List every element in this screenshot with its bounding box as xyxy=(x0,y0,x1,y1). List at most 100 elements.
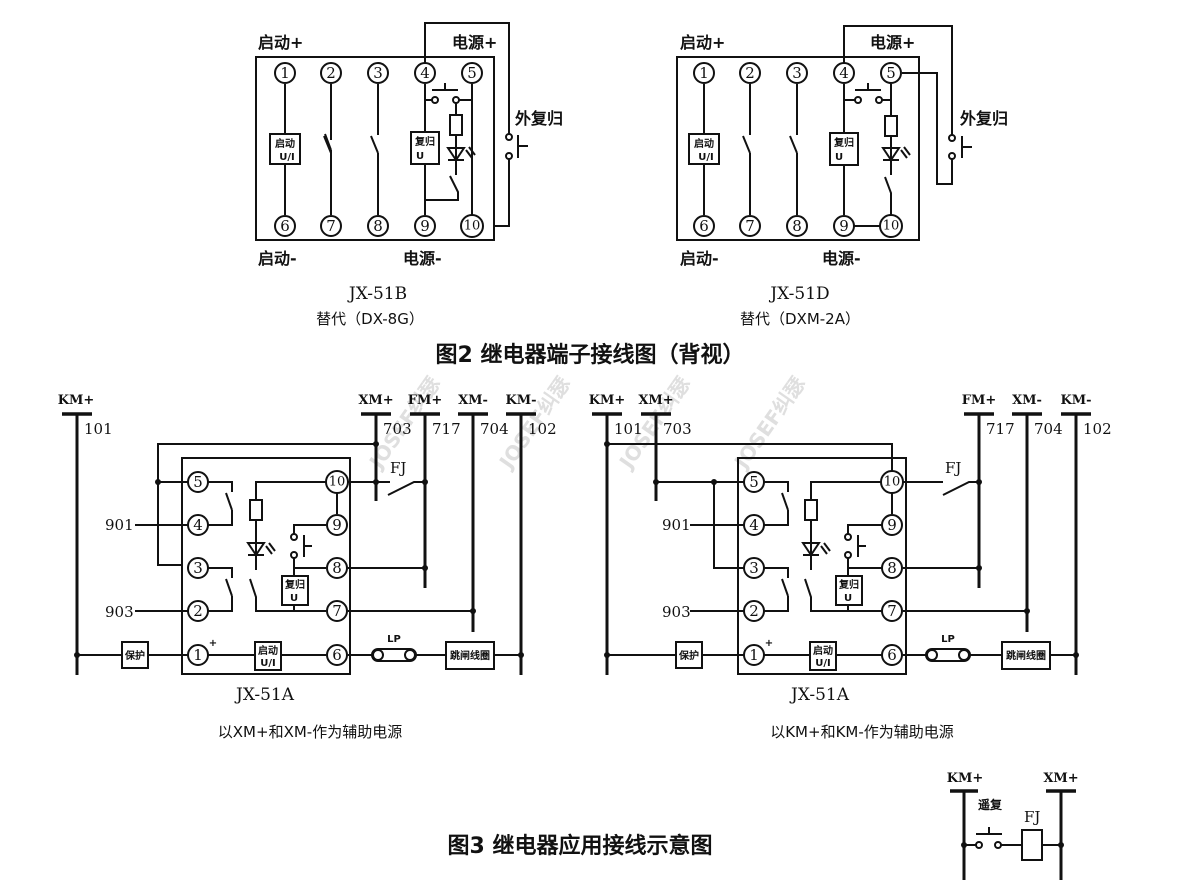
terminal-number: 3 xyxy=(792,64,802,82)
contact-point xyxy=(975,841,983,849)
label-ext-reset: 外复归 xyxy=(959,109,1008,128)
start-relay-box xyxy=(269,133,301,165)
terminal-number: 4 xyxy=(420,64,430,82)
fj-label: FJ xyxy=(390,459,406,477)
terminals-bottom: 6 7 8 9 10 xyxy=(274,214,484,238)
terminal-number: 5 xyxy=(467,64,477,82)
terminals-top: 1 2 3 4 5 xyxy=(274,62,483,84)
contact-switch xyxy=(249,578,326,612)
contact-point xyxy=(452,96,460,104)
replaces-model: 替代（DX-8G） xyxy=(316,310,424,328)
led-icon xyxy=(246,542,266,557)
power-description: 以XM+和XM-作为辅助电源 xyxy=(218,723,402,741)
plus-mark: + xyxy=(765,638,773,649)
wire xyxy=(843,25,953,136)
terminal-number: 1 xyxy=(749,646,759,664)
junction xyxy=(1073,652,1079,658)
start-relay-box xyxy=(809,641,837,671)
contact-point xyxy=(948,152,956,160)
terminal-number: 9 xyxy=(839,217,849,235)
label-start-minus: 启动- xyxy=(680,249,719,268)
terminal xyxy=(187,644,209,666)
wire-label: 903 xyxy=(105,603,134,621)
junction xyxy=(1024,608,1030,614)
bus-number: 102 xyxy=(1083,420,1112,438)
contact-point xyxy=(431,96,439,104)
reset-box-sub: U xyxy=(416,151,424,162)
bus-km-plus: KM+ 101 xyxy=(589,393,643,675)
model-name: JX-51A xyxy=(234,685,295,705)
bus-number: 704 xyxy=(1034,420,1063,438)
start-box-label: 启动 xyxy=(275,137,295,150)
lp-end xyxy=(958,649,970,661)
terminal xyxy=(320,215,342,237)
terminal-number: 5 xyxy=(193,473,203,491)
contact-point xyxy=(875,96,883,104)
figure2-caption: 图2 继电器端子接线图（背视） xyxy=(436,342,745,368)
terminal xyxy=(743,514,765,536)
wire xyxy=(293,558,326,569)
contact-point xyxy=(844,551,852,559)
junction xyxy=(470,608,476,614)
start-box-sub: U/I xyxy=(815,658,831,669)
bus-name: XM- xyxy=(1012,393,1042,408)
start-box-sub: U/I xyxy=(698,152,714,163)
reset-box-label: 复归 xyxy=(284,578,305,591)
watermark: JOSEF纠瑟 xyxy=(728,372,810,474)
terminal xyxy=(786,215,808,237)
terminal-number: 4 xyxy=(193,516,203,534)
terminal xyxy=(743,600,765,622)
contact-point xyxy=(505,152,513,160)
contact-point xyxy=(290,533,298,541)
terminal xyxy=(833,62,855,84)
start-relay-box xyxy=(688,133,720,165)
reset-relay-box xyxy=(829,132,859,166)
terminal-number: 6 xyxy=(280,217,290,235)
terminal-number: 10 xyxy=(464,219,481,234)
terminals-top: 1 2 3 4 5 xyxy=(693,62,902,84)
junction xyxy=(976,479,982,485)
terminal-number: 8 xyxy=(792,217,802,235)
label-start-plus: 启动+ xyxy=(258,33,303,52)
terminal xyxy=(187,557,209,579)
reset-box-label: 复归 xyxy=(833,136,854,149)
reset-box-label: 复归 xyxy=(414,135,435,148)
protect-box xyxy=(121,641,149,669)
reset-box-sub: U xyxy=(844,593,852,604)
terminal-number: 6 xyxy=(699,217,709,235)
diagram-jx51b: 启动+ 电源+ 外复归 启动 U/I 复归 U xyxy=(255,22,563,328)
contact-switch xyxy=(764,567,789,612)
protect-label: 保护 xyxy=(678,649,699,662)
terminal-number: 10 xyxy=(883,219,900,234)
wire-label: 901 xyxy=(662,516,691,534)
junction xyxy=(604,441,610,447)
terminal-number: 3 xyxy=(749,559,759,577)
terminal xyxy=(743,644,765,666)
label-power-minus: 电源- xyxy=(403,249,442,268)
terminal xyxy=(274,62,296,84)
wire xyxy=(902,72,953,185)
bus-number: 717 xyxy=(986,420,1015,438)
resistor xyxy=(804,499,818,521)
terminal-number: 1 xyxy=(699,64,709,82)
bus-name: FM+ xyxy=(408,393,443,408)
start-box-sub: U/I xyxy=(279,152,295,163)
bus-name: FM+ xyxy=(962,393,997,408)
figure3-caption: 图3 继电器应用接线示意图 xyxy=(448,833,713,859)
bus-name: KM+ xyxy=(58,393,95,408)
terminal-number: 4 xyxy=(839,64,849,82)
terminal xyxy=(326,557,348,579)
bus-number: 101 xyxy=(614,420,643,438)
lp-label: LP xyxy=(941,634,955,645)
wire xyxy=(810,481,882,570)
terminal xyxy=(880,62,902,84)
terminal-number: 9 xyxy=(332,516,342,534)
terminal-number: 6 xyxy=(887,646,897,664)
watermarks: JOSEF纠瑟 JOSEF纠瑟 JOSEF纠瑟 JOSEF纠瑟 xyxy=(363,372,810,474)
terminal-number: 3 xyxy=(373,64,383,82)
wire xyxy=(847,524,882,534)
terminal-number: 3 xyxy=(193,559,203,577)
contact-point xyxy=(844,533,852,541)
terminal xyxy=(739,62,761,84)
